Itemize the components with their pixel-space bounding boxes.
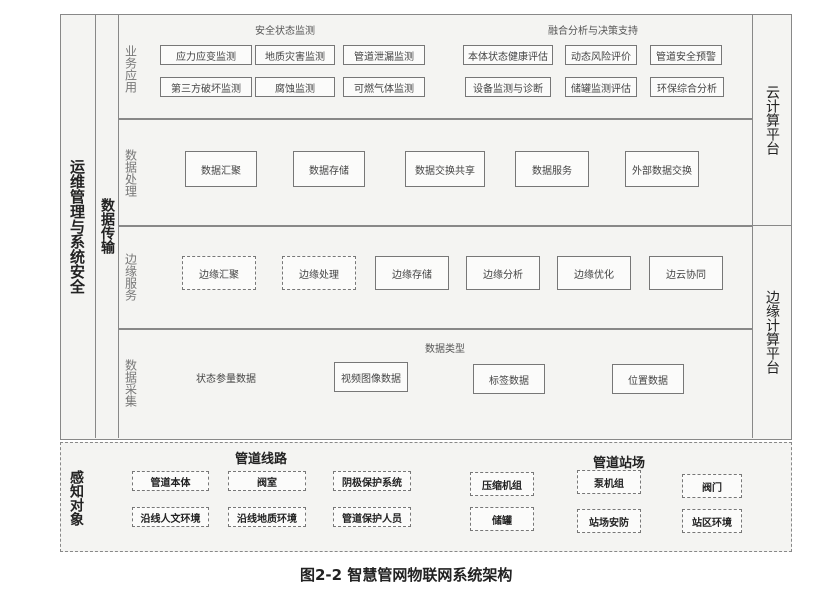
processing-item: 数据存储 [293,151,365,187]
business-item: 地质灾害监测 [255,45,335,65]
collection-item: 视频图像数据 [334,362,408,392]
station-item: 压缩机组 [470,472,534,496]
layer-label-business: 业务应用 [123,45,138,93]
edge-item: 边缘汇聚 [182,256,256,290]
processing-item: 数据服务 [515,151,589,187]
pipeline-item: 沿线人文环境 [132,507,209,527]
data-transport-column: 数据传输 [96,14,119,438]
edge-item: 边云协同 [649,256,723,290]
pipeline-item: 阴极保护系统 [333,471,411,491]
edge-item: 边缘处理 [282,256,356,290]
perception-label: 感知对象 [68,470,84,526]
station-title: 管道站场 [593,456,646,471]
edge-platform-column: 边缘计算平台 [752,226,791,438]
layer-label-edge: 边缘服务 [123,253,138,301]
cloud-platform-column: 云计算平台 [752,14,791,226]
business-item: 设备监测与诊断 [465,77,551,97]
processing-item: 数据交换共享 [405,151,485,187]
pipeline-item: 阀室 [228,471,306,491]
layer-label-processing: 数据处理 [123,149,138,197]
edge-item: 边缘分析 [466,256,540,290]
business-item: 管道安全预警 [650,45,722,65]
business-item: 第三方破坏监测 [160,77,252,97]
pipeline-item: 管道本体 [132,471,209,491]
perception-frame [60,442,792,552]
business-item: 环保综合分析 [650,77,724,97]
group-title-fusion: 融合分析与决策支持 [548,26,638,37]
collection-item: 位置数据 [612,364,684,394]
station-item: 储罐 [470,507,534,531]
business-item: 本体状态健康评估 [463,45,553,65]
processing-item: 数据汇聚 [185,151,257,187]
collection-item: 标签数据 [473,364,545,394]
business-item: 管道泄漏监测 [343,45,425,65]
business-item: 应力应变监测 [160,45,252,65]
station-item: 阀门 [682,474,742,498]
pipeline-item: 管道保护人员 [333,507,411,527]
business-item: 储罐监测评估 [565,77,637,97]
pipeline-title: 管道线路 [235,452,288,467]
processing-item: 外部数据交换 [625,151,699,187]
station-item: 站场安防 [577,509,641,533]
edge-item: 边缘优化 [557,256,631,290]
business-item: 可燃气体监测 [343,77,425,97]
collection-item: 状态参量数据 [196,373,256,385]
collection-title: 数据类型 [425,344,465,355]
layer-label-collection: 数据采集 [123,359,138,407]
business-item: 腐蚀监测 [255,77,335,97]
figure-caption: 图2-2 智慧管网物联网系统架构 [300,566,513,584]
station-item: 站区环境 [682,509,742,533]
station-item: 泵机组 [577,470,641,494]
edge-item: 边缘存储 [375,256,449,290]
ops-security-column: 运维管理与系统安全 [60,14,96,438]
pipeline-item: 沿线地质环境 [228,507,306,527]
group-title-safety: 安全状态监测 [255,26,315,37]
business-item: 动态风险评价 [565,45,637,65]
